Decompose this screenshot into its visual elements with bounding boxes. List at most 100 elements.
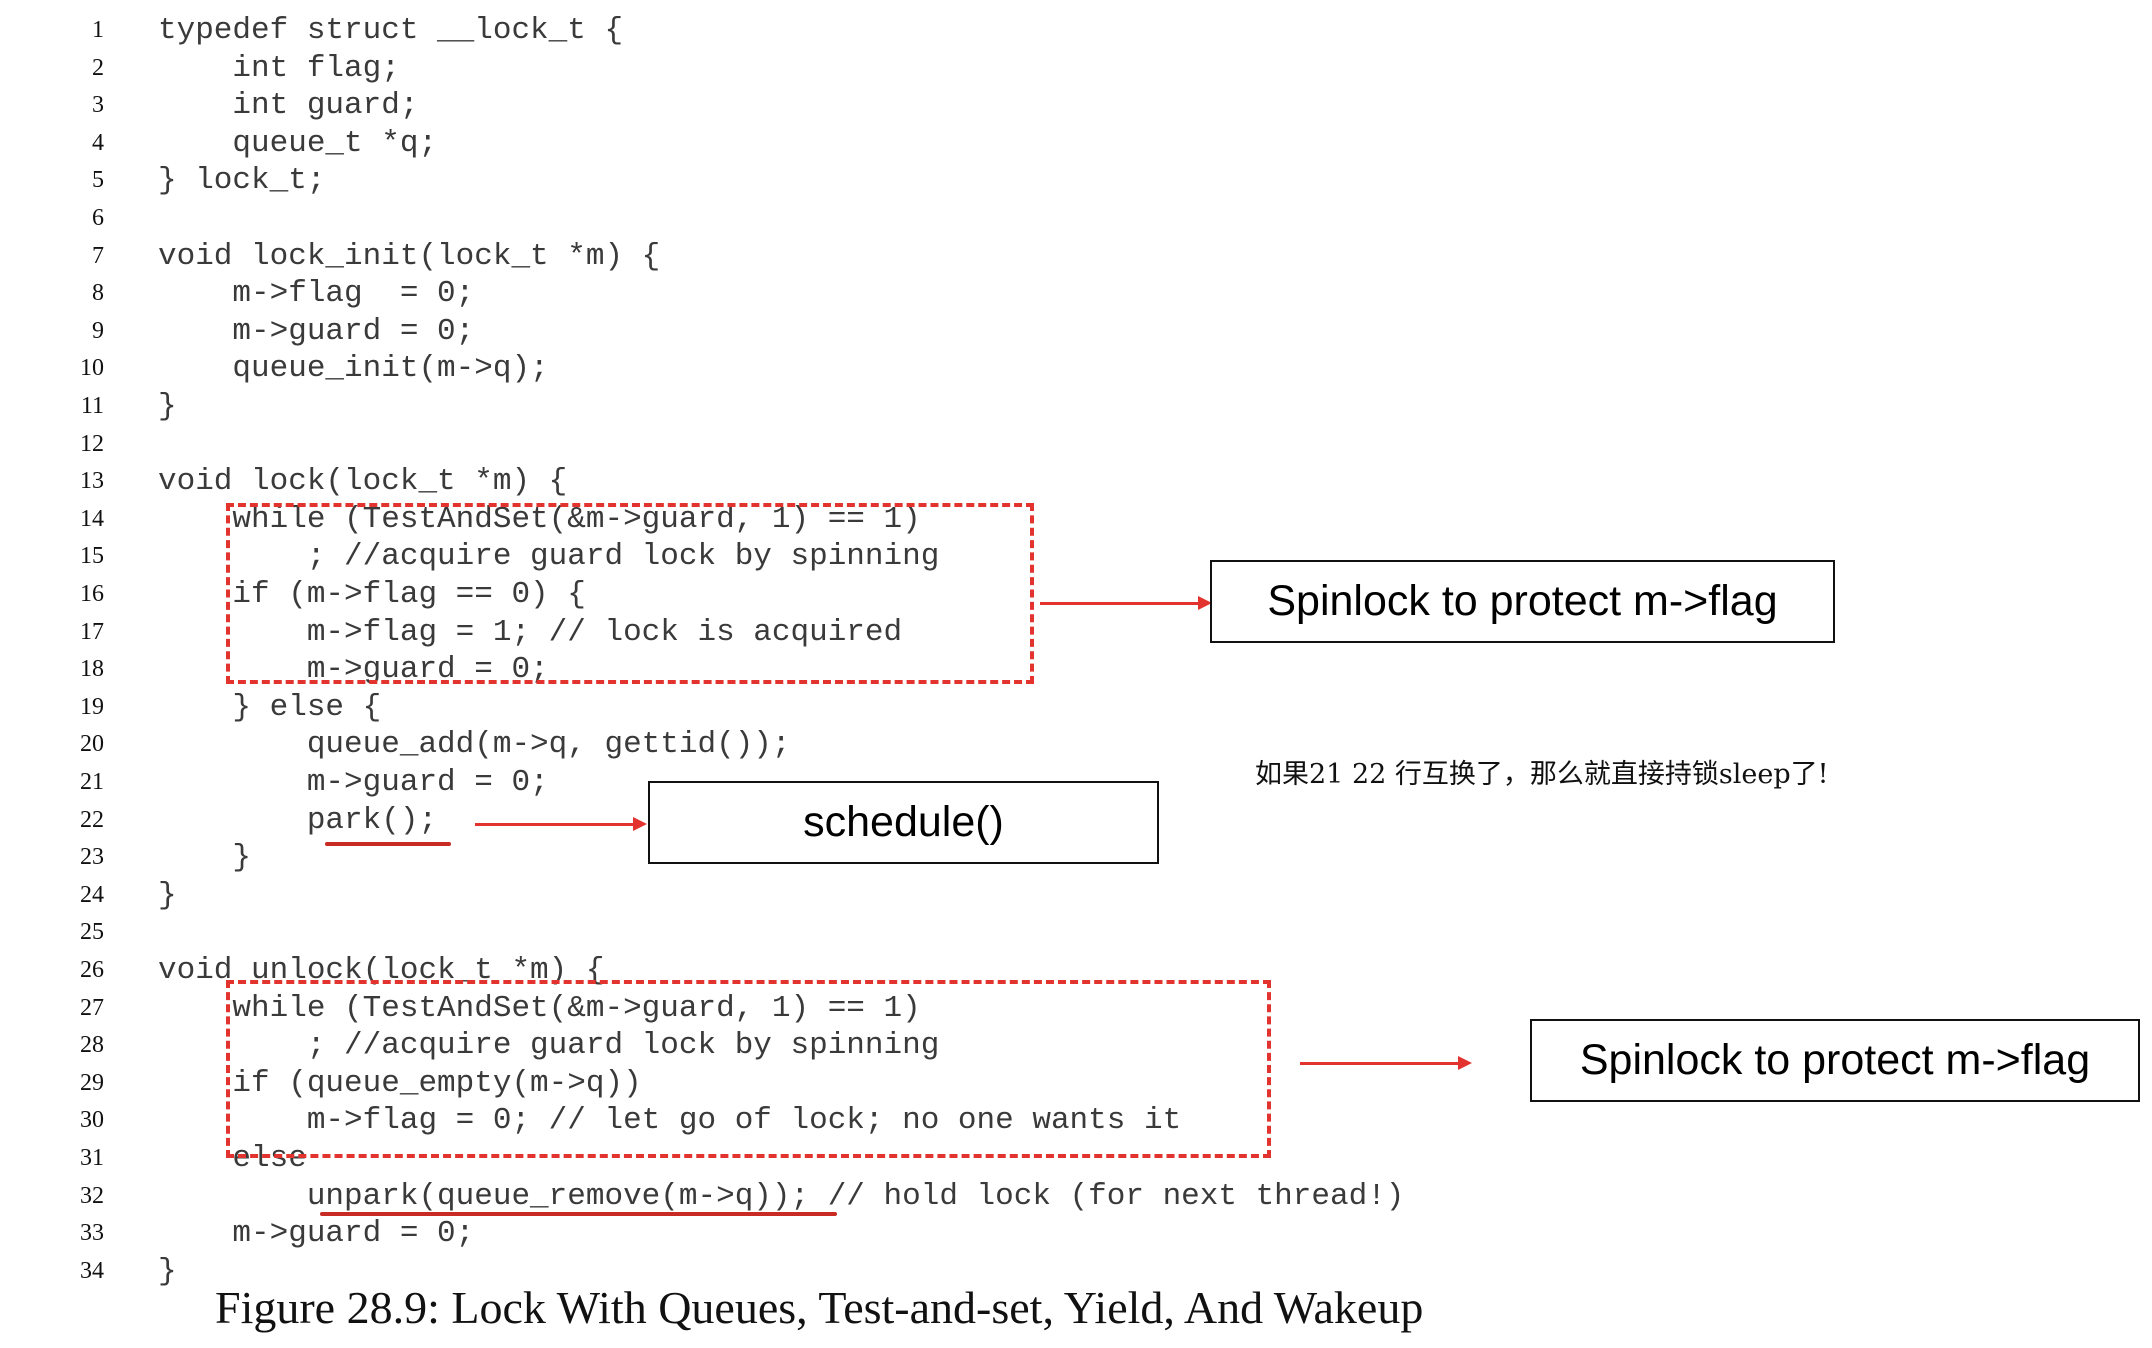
line-number: 5 bbox=[92, 167, 104, 194]
code-line: 15 ; //acquire guard lock by spinning bbox=[0, 538, 1600, 576]
line-number: 17 bbox=[80, 618, 104, 645]
code-line: 1 typedef struct __lock_t { bbox=[0, 12, 1600, 50]
park-underline bbox=[325, 842, 451, 846]
code-text: queue_add(m->q, gettid()); bbox=[158, 727, 791, 763]
code-text: m->flag = 0; // let go of lock; no one w… bbox=[158, 1103, 1182, 1139]
code-line: 19 } else { bbox=[0, 689, 1600, 727]
code-line: 6 bbox=[0, 200, 1600, 238]
line-number: 4 bbox=[92, 129, 104, 156]
code-text: void lock_init(lock_t *m) { bbox=[158, 238, 661, 274]
swap-note: 如果21 22 行互换了，那么就直接持锁sleep了! bbox=[1255, 759, 1829, 790]
code-line: 31 else bbox=[0, 1140, 1600, 1178]
line-number: 29 bbox=[80, 1069, 104, 1096]
line-number: 22 bbox=[80, 806, 104, 833]
spinlock-region-lock bbox=[226, 503, 1034, 684]
figure-caption: Figure 28.9: Lock With Queues, Test-and-… bbox=[215, 1268, 1423, 1333]
code-line: 16 if (m->flag == 0) { bbox=[0, 576, 1600, 614]
line-number: 3 bbox=[92, 92, 104, 119]
code-line: 10 queue_init(m->q); bbox=[0, 350, 1600, 388]
line-number: 16 bbox=[80, 581, 104, 607]
arrow-to-spinlock-bottom bbox=[1300, 1056, 1472, 1070]
code-text: queue_t *q; bbox=[158, 125, 438, 161]
code-text: while (TestAndSet(&m->guard, 1) == 1) bbox=[158, 501, 921, 537]
code-line: 4 queue_t *q; bbox=[0, 125, 1600, 163]
line-number: 23 bbox=[80, 844, 104, 871]
code-line: 24} bbox=[0, 877, 1600, 915]
code-line: 14 while (TestAndSet(&m->guard, 1) == 1) bbox=[0, 501, 1600, 539]
code-line: 7 void lock_init(lock_t *m) { bbox=[0, 238, 1600, 276]
line-number: 30 bbox=[80, 1107, 104, 1134]
unpark-underline bbox=[320, 1212, 837, 1216]
code-text: else bbox=[158, 1141, 307, 1176]
line-number: 32 bbox=[80, 1182, 104, 1209]
line-number: 12 bbox=[80, 430, 104, 457]
line-number: 31 bbox=[80, 1145, 104, 1171]
line-number: 11 bbox=[80, 393, 104, 419]
code-text: } else { bbox=[158, 689, 382, 725]
code-text: unpark(queue_remove(m->q)); // hold lock… bbox=[158, 1178, 1405, 1214]
code-text: m->flag = 0; bbox=[158, 276, 475, 312]
code-text: int guard; bbox=[158, 88, 419, 124]
spinlock-label-bottom-text: Spinlock to protect m->flag bbox=[1579, 1036, 2091, 1084]
code-text: void lock(lock_t *m) { bbox=[158, 464, 568, 500]
code-line: 29 if (queue_empty(m->q)) bbox=[0, 1065, 1600, 1103]
line-number: 34 bbox=[80, 1257, 104, 1284]
line-number: 8 bbox=[92, 280, 104, 307]
arrow-to-spinlock-top bbox=[1040, 596, 1212, 610]
line-number: 27 bbox=[80, 994, 104, 1021]
spinlock-label-top: Spinlock to protect m->flag bbox=[1210, 560, 1835, 643]
code-text: if (queue_empty(m->q)) bbox=[158, 1065, 642, 1101]
figure-caption-text: Figure 28.9: Lock With Queues, Test-and-… bbox=[215, 1282, 1424, 1333]
code-line: 21 m->guard = 0; bbox=[0, 764, 1600, 802]
line-number: 24 bbox=[80, 881, 104, 908]
code-line: 22 park(); bbox=[0, 802, 1600, 840]
code-line: 33 m->guard = 0; bbox=[0, 1215, 1600, 1253]
line-number: 1 bbox=[92, 17, 104, 43]
code-text: m->flag = 1; // lock is acquired bbox=[158, 614, 903, 650]
code-text: } lock_t; bbox=[158, 163, 326, 199]
code-line: 11} bbox=[0, 388, 1600, 426]
spinlock-label-bottom: Spinlock to protect m->flag bbox=[1530, 1019, 2140, 1102]
line-number: 25 bbox=[80, 919, 104, 946]
code-line: 12 bbox=[0, 426, 1600, 464]
code-text: } bbox=[158, 840, 252, 876]
code-line: 5 } lock_t; bbox=[0, 162, 1600, 200]
line-number: 14 bbox=[80, 505, 104, 532]
spinlock-label-top-text: Spinlock to protect m->flag bbox=[1267, 577, 1778, 625]
code-text: m->guard = 0; bbox=[158, 1216, 475, 1252]
line-number: 18 bbox=[80, 656, 104, 683]
code-line: 17 m->flag = 1; // lock is acquired bbox=[0, 614, 1600, 652]
code-line: 20 queue_add(m->q, gettid()); bbox=[0, 726, 1600, 764]
line-number: 26 bbox=[80, 957, 104, 983]
code-text: m->guard = 0; bbox=[158, 765, 549, 800]
code-line: 3 int guard; bbox=[0, 87, 1600, 125]
code-text: } bbox=[158, 877, 177, 913]
code-line: 9 m->guard = 0; bbox=[0, 313, 1600, 351]
line-number: 28 bbox=[80, 1032, 104, 1059]
code-line: 25 bbox=[0, 914, 1600, 952]
code-text: queue_init(m->q); bbox=[158, 351, 549, 387]
code-text: m->guard = 0; bbox=[158, 313, 475, 349]
code-text: int flag; bbox=[158, 50, 400, 86]
code-line: 28 ; //acquire guard lock by spinning bbox=[0, 1027, 1600, 1065]
schedule-label: schedule() bbox=[648, 781, 1159, 864]
line-number: 10 bbox=[80, 355, 104, 382]
code-text: typedef struct __lock_t { bbox=[158, 13, 624, 48]
code-line: 32 unpark(queue_remove(m->q)); // hold l… bbox=[0, 1178, 1600, 1216]
code-line: 27 while (TestAndSet(&m->guard, 1) == 1) bbox=[0, 990, 1600, 1028]
line-number: 2 bbox=[92, 54, 104, 81]
line-number: 15 bbox=[80, 543, 104, 570]
code-text: } bbox=[158, 1253, 177, 1289]
code-text: } bbox=[158, 389, 177, 424]
code-line: 34} bbox=[0, 1253, 1600, 1291]
spinlock-region-unlock bbox=[226, 980, 1271, 1158]
line-number: 7 bbox=[92, 242, 104, 269]
code-line: 30 m->flag = 0; // let go of lock; no on… bbox=[0, 1102, 1600, 1140]
code-line: 23 } bbox=[0, 839, 1600, 877]
schedule-label-text: schedule() bbox=[803, 798, 1004, 846]
line-number: 33 bbox=[80, 1220, 104, 1247]
line-number: 6 bbox=[92, 205, 104, 231]
arrow-to-schedule bbox=[475, 817, 647, 831]
line-number: 19 bbox=[80, 693, 104, 720]
